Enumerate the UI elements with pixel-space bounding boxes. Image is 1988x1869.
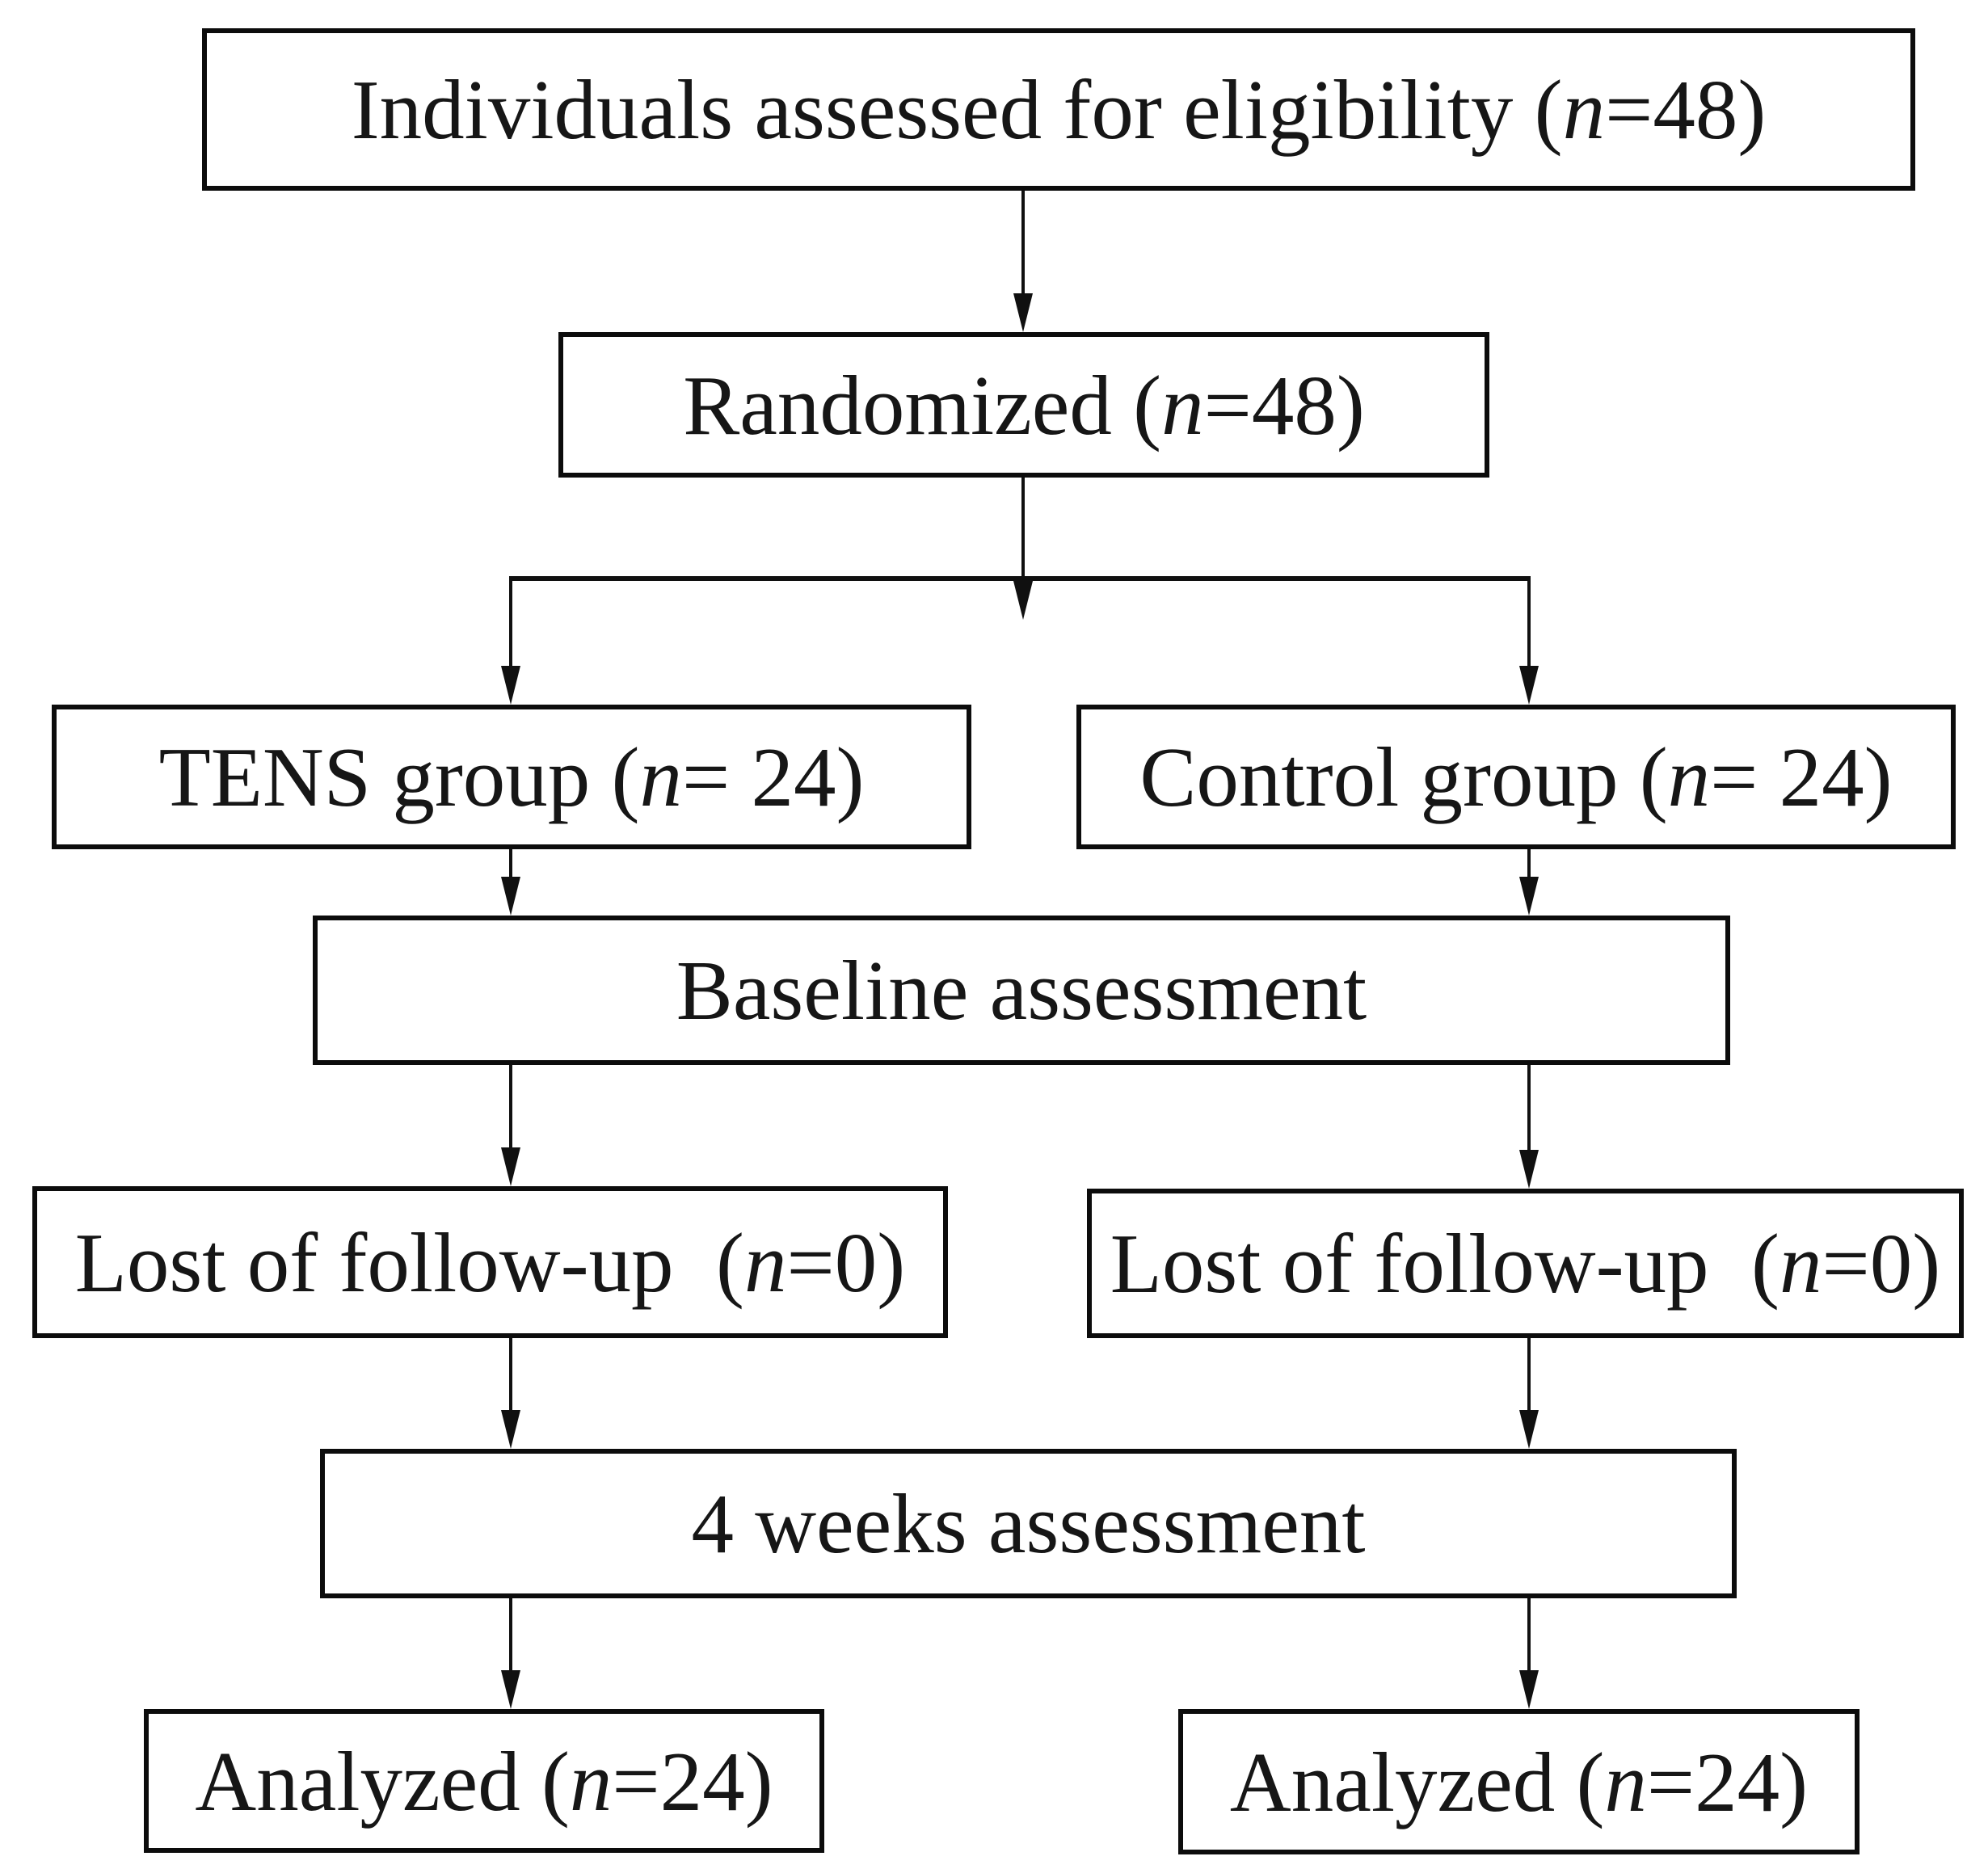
label-n-italic: n — [744, 1214, 787, 1310]
label-n-italic: n — [1667, 730, 1711, 824]
arrow-baseline-lostleft-arrowhead — [501, 1147, 520, 1186]
box-lost-followup-right: Lost of follow-up (n=0) — [1087, 1189, 1964, 1338]
arrow-control-baseline-line — [1527, 849, 1531, 877]
branch-stem-line — [1021, 478, 1025, 581]
label-n-italic: n — [1161, 357, 1204, 453]
arrow-fourweeks-analyzedleft-line — [509, 1598, 512, 1670]
branch-left-arrowhead — [501, 666, 520, 705]
arrow-baseline-lostright-line — [1527, 1065, 1531, 1150]
box-eligibility: Individuals assessed for eligibility (n=… — [202, 28, 1915, 191]
arrow-control-baseline-arrowhead — [1519, 877, 1539, 916]
label-pre: Control group ( — [1139, 730, 1668, 824]
label-pre: Individuals assessed for eligibility ( — [351, 62, 1563, 157]
branch-center-arrowhead — [1013, 581, 1033, 620]
arrow-baseline-lostright-arrowhead — [1519, 1150, 1539, 1189]
label-post: =48) — [1605, 62, 1767, 157]
label-post: =0) — [1822, 1216, 1941, 1311]
arrow-lostright-fourweeks-arrowhead — [1519, 1410, 1539, 1449]
box-analyzed-right: Analyzed (n=24) — [1178, 1709, 1860, 1854]
box-tens-group: TENS group (n= 24) — [52, 705, 971, 849]
box-control-group-label: Control group (n= 24) — [1139, 735, 1892, 819]
label-post: = 24) — [1710, 730, 1893, 824]
branch-left-line — [509, 576, 512, 666]
box-lost-followup-right-label: Lost of follow-up (n=0) — [1110, 1221, 1940, 1306]
box-four-weeks-assessment-label: 4 weeks assessment — [691, 1481, 1365, 1566]
arrow-lostright-fourweeks-line — [1527, 1338, 1531, 1410]
label-pre: Lost of follow-up ( — [1110, 1216, 1780, 1311]
box-analyzed-left: Analyzed (n=24) — [144, 1709, 824, 1853]
label-n-italic: n — [569, 1733, 613, 1829]
label-pre: Lost of follow-up ( — [74, 1214, 745, 1310]
arrow-baseline-lostleft-line — [509, 1065, 512, 1147]
label-n-italic: n — [1562, 62, 1606, 157]
branch-horizontal-line — [511, 576, 1529, 581]
branch-right-line — [1527, 576, 1531, 666]
label-pre: TENS group ( — [158, 730, 640, 824]
arrow-eligibility-randomized-arrowhead — [1013, 293, 1033, 332]
box-analyzed-right-label: Analyzed (n=24) — [1230, 1740, 1808, 1825]
box-control-group: Control group (n= 24) — [1076, 705, 1956, 849]
arrow-fourweeks-analyzedright-line — [1527, 1598, 1531, 1670]
label-pre: 4 weeks assessment — [691, 1476, 1366, 1571]
label-pre: Analyzed ( — [195, 1733, 570, 1829]
arrow-tens-baseline-arrowhead — [501, 877, 520, 916]
box-eligibility-label: Individuals assessed for eligibility (n=… — [352, 67, 1767, 152]
arrow-fourweeks-analyzedleft-arrowhead — [501, 1670, 520, 1709]
label-post: =0) — [786, 1214, 906, 1310]
label-post: =24) — [612, 1733, 773, 1829]
box-lost-followup-left-label: Lost of follow-up (n=0) — [75, 1220, 905, 1305]
arrow-fourweeks-analyzedright-arrowhead — [1519, 1670, 1539, 1709]
label-n-italic: n — [1780, 1216, 1822, 1311]
box-baseline-assessment-label: Baseline assessment — [676, 948, 1367, 1033]
arrow-tens-baseline-line — [509, 849, 512, 877]
label-post: = 24) — [682, 730, 865, 824]
label-n-italic: n — [639, 730, 683, 824]
label-post: =24) — [1646, 1734, 1809, 1829]
box-randomized: Randomized (n=48) — [558, 332, 1489, 478]
label-pre: Baseline assessment — [676, 943, 1367, 1038]
label-n-italic: n — [1604, 1734, 1647, 1829]
box-tens-group-label: TENS group (n= 24) — [159, 735, 865, 819]
arrow-eligibility-randomized-line — [1021, 191, 1025, 293]
branch-right-arrowhead — [1519, 666, 1539, 705]
box-baseline-assessment: Baseline assessment — [313, 916, 1730, 1065]
arrow-lostleft-fourweeks-arrowhead — [501, 1410, 520, 1449]
box-four-weeks-assessment: 4 weeks assessment — [320, 1449, 1737, 1598]
label-pre: Analyzed ( — [1229, 1734, 1605, 1829]
label-post: =48) — [1203, 357, 1365, 453]
arrow-lostleft-fourweeks-line — [509, 1338, 512, 1410]
box-analyzed-left-label: Analyzed (n=24) — [195, 1739, 773, 1824]
label-pre: Randomized ( — [683, 357, 1162, 453]
box-randomized-label: Randomized (n=48) — [683, 363, 1365, 448]
box-lost-followup-left: Lost of follow-up (n=0) — [32, 1186, 948, 1338]
